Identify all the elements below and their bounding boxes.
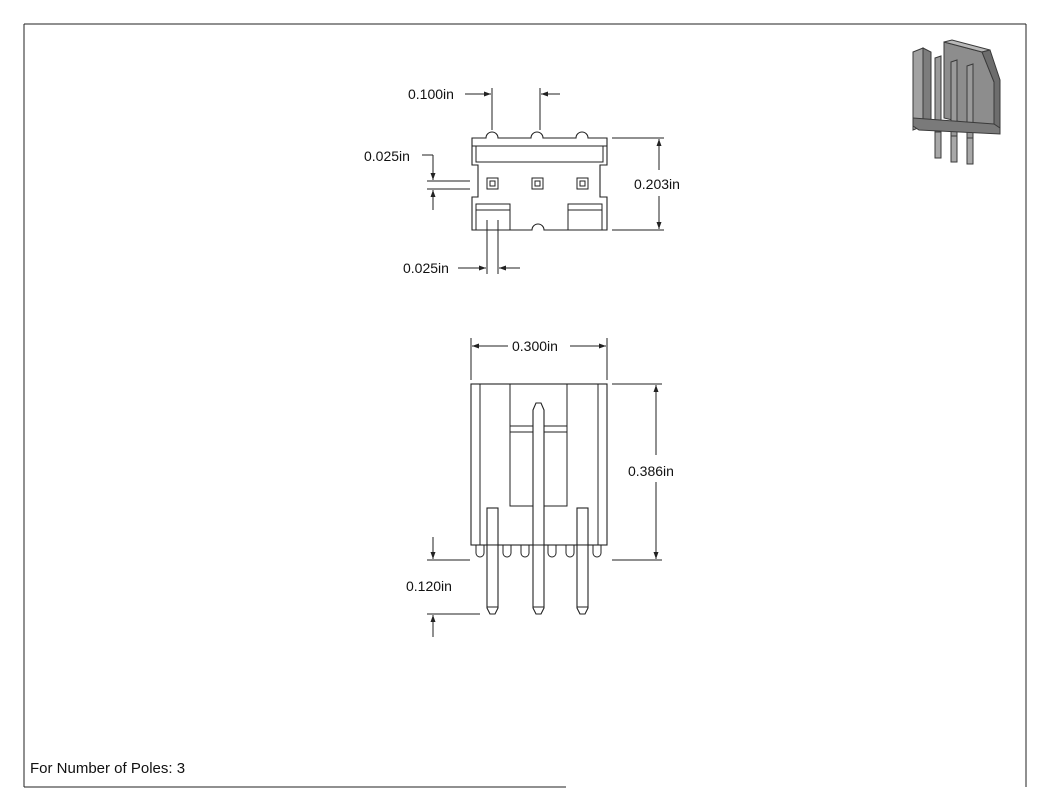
dim-pitch: 0.100in (408, 86, 560, 130)
poles-note: For Number of Poles: 3 (30, 760, 186, 777)
top-view-pin-2 (531, 177, 544, 190)
top-view-pin-1 (486, 177, 499, 190)
sheet-border (23, 23, 1027, 788)
top-view-pin-3 (576, 177, 589, 190)
front-view-tail-1 (486, 544, 499, 615)
dim-wall-bottom: 0.025in (403, 220, 520, 276)
dim-width-label: 0.300in (512, 338, 558, 354)
dim-wall-bottom-label: 0.025in (403, 260, 449, 276)
dim-depth: 0.203in (612, 137, 680, 231)
front-view-tail-2 (532, 544, 545, 615)
dim-height-label: 0.386in (628, 463, 674, 479)
front-view-tail-3 (576, 544, 589, 615)
dim-tail-label: 0.120in (406, 578, 452, 594)
dim-height: 0.386in (612, 383, 674, 561)
dim-pitch-label: 0.100in (408, 86, 454, 102)
dim-tail: 0.120in (406, 537, 480, 637)
dim-wall-top: 0.025in (364, 148, 470, 210)
dim-depth-label: 0.203in (634, 176, 680, 192)
dim-wall-top-label: 0.025in (364, 148, 410, 164)
front-view (470, 383, 608, 615)
dim-width: 0.300in (470, 338, 608, 380)
connector-3d-render-icon (912, 39, 1001, 165)
top-view (471, 131, 608, 231)
